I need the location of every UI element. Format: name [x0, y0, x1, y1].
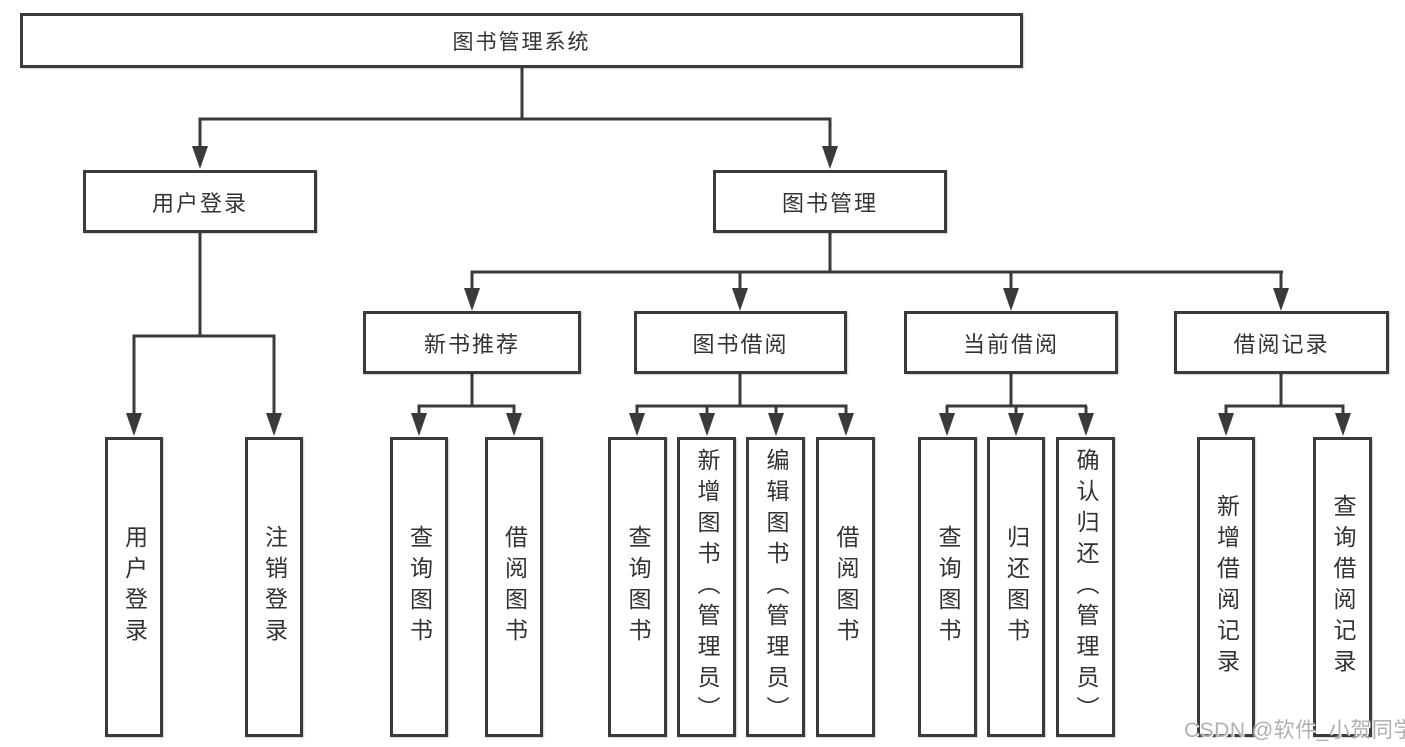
connector-root-to-level1	[192, 68, 838, 169]
leaf-return-book: 归还图书	[987, 437, 1045, 737]
node-book-management: 图书管理	[713, 170, 947, 233]
leaf-query-book-current: 查询图书	[918, 437, 977, 737]
node-book-borrow: 图书借阅	[634, 311, 847, 374]
connector-borrow-record-children	[1218, 374, 1351, 436]
leaf-user-login: 用户登录	[105, 437, 163, 737]
leaf-logout: 注销登录	[245, 437, 303, 737]
leaf-query-book-borrow: 查询图书	[608, 437, 667, 737]
node-root-system: 图书管理系统	[20, 13, 1023, 68]
node-user-login: 用户登录	[83, 170, 317, 233]
connector-new-book-children	[411, 374, 522, 436]
node-current-borrow: 当前借阅	[904, 311, 1118, 374]
connector-book-borrow-children	[629, 374, 854, 436]
leaf-confirm-return-admin: 确认归还（管理员）	[1056, 437, 1115, 737]
connector-current-borrow-children	[939, 374, 1094, 436]
connector-book-mgmt-children	[464, 233, 1289, 311]
csdn-watermark: CSDN @软件_小贺同学	[1184, 719, 1405, 742]
connector-user-login-children	[126, 233, 282, 436]
leaf-borrow-book-recommend: 借阅图书	[485, 437, 543, 737]
leaf-edit-book-admin: 编辑图书（管理员）	[746, 437, 805, 737]
leaf-query-borrow-record: 查询借阅记录	[1313, 437, 1372, 737]
leaf-add-book-admin: 新增图书（管理员）	[677, 437, 736, 737]
node-new-book-recommend: 新书推荐	[363, 311, 581, 374]
leaf-add-borrow-record: 新增借阅记录	[1197, 437, 1255, 737]
leaf-query-book-recommend: 查询图书	[390, 437, 448, 737]
node-borrow-record: 借阅记录	[1174, 311, 1389, 374]
leaf-borrow-book: 借阅图书	[816, 437, 875, 737]
